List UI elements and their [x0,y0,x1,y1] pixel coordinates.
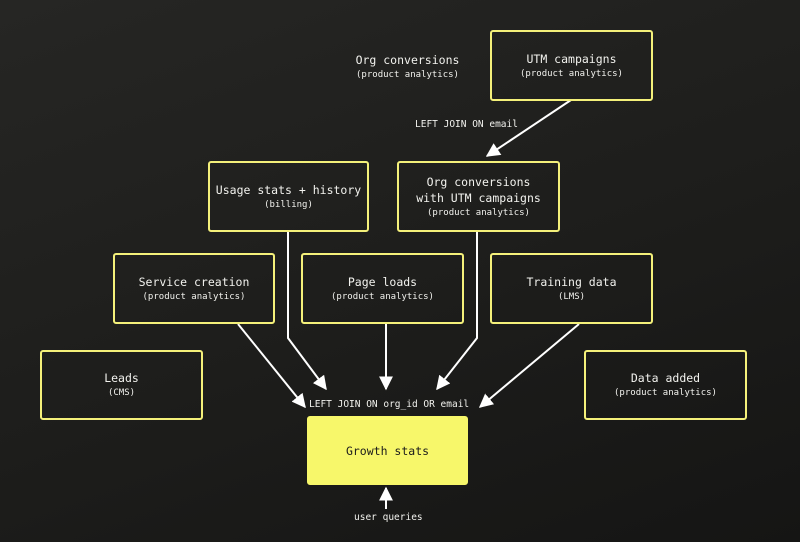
edge-label-user-queries: user queries [354,512,423,523]
arrow-org-conv-utm-to-join [436,232,478,391]
node-page-loads: Page loads (product analytics) [301,253,464,324]
node-name: UTM campaigns [526,51,617,66]
node-org-conversions-utm: Org conversions with UTM campaigns (prod… [397,161,560,232]
node-name: Service creation [138,274,250,289]
arrow-training-data-to-join [478,323,580,408]
edge-label-utm-join: LEFT JOIN ON email [415,119,518,130]
node-source: (product analytics) [520,68,623,79]
arrow-service-creation-to-join [237,323,306,409]
node-name: Training data [526,274,617,289]
node-usage-stats: Usage stats + history (billing) [208,161,369,232]
node-source: (product analytics) [427,207,530,218]
node-name: Org conversions with UTM campaigns [416,174,541,205]
node-training-data: Training data (LMS) [490,253,653,324]
node-source: (billing) [264,199,313,210]
arrow-utm-to-org-conv-utm [485,99,572,157]
node-name: Usage stats + history [215,182,362,197]
node-name: Org conversions [355,53,460,67]
node-data-added: Data added (product analytics) [584,350,747,420]
node-growth-stats: Growth stats [307,416,468,485]
node-name: Data added [630,371,701,385]
node-service-creation: Service creation (product analytics) [113,253,275,324]
node-source: (LMS) [557,291,586,302]
node-name: Page loads [347,274,418,289]
node-source: (product analytics) [356,70,459,80]
node-utm-campaigns: UTM campaigns (product analytics) [490,30,653,101]
node-source: (product analytics) [331,291,434,302]
node-source: (product analytics) [142,291,246,302]
node-source: (product analytics) [614,388,717,398]
node-name: Growth stats [345,443,430,458]
arrow-usage-stats-to-join [287,232,327,391]
node-leads: Leads (CMS) [40,350,203,420]
edge-label-main-join: LEFT JOIN ON org_id OR email [309,399,470,410]
node-org-conversions: Org conversions (product analytics) [340,44,475,90]
node-source: (CMS) [107,388,136,398]
node-name: Leads [104,371,139,385]
